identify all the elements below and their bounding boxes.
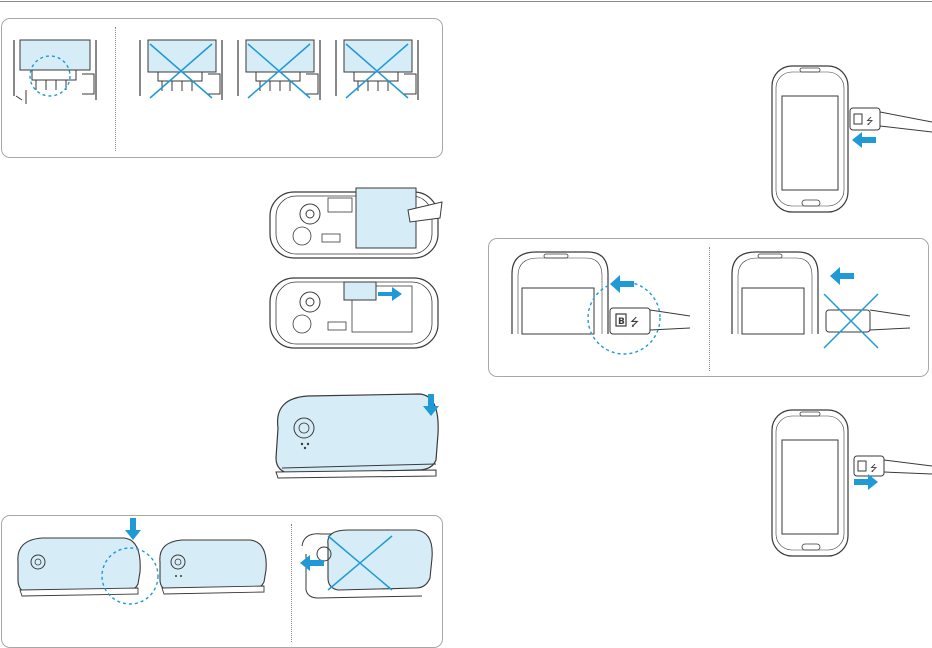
charger-connect-figure: ⭍ <box>766 62 932 216</box>
battery-misaligned-figure-3 <box>334 34 426 116</box>
usb-correct-figure: B ⭍ <box>506 244 690 362</box>
charger-disconnect-figure: ⭍ <box>766 406 932 560</box>
usb-wrong-figure <box>726 244 910 362</box>
usb-symbol-icon: ⭍ <box>630 316 639 329</box>
cover-closed-figure <box>156 536 274 600</box>
panel-divider <box>115 27 116 151</box>
arrow-icon <box>300 555 324 571</box>
usb-symbol-icon: ⭍ <box>866 116 874 127</box>
battery-misaligned-figure-1 <box>138 34 230 116</box>
cover-wrong-figure <box>298 526 438 606</box>
arrow-icon <box>830 267 854 285</box>
svg-text:B: B <box>618 317 625 327</box>
battery-misaligned-figure-2 <box>236 34 328 116</box>
cover-press-figure <box>268 388 444 482</box>
cover-press-edge-figure <box>12 518 152 608</box>
sim-slide-figure <box>268 272 444 354</box>
arrow-icon <box>125 518 141 540</box>
phone-back-battery-figure <box>268 184 444 264</box>
arrow-icon <box>852 132 876 148</box>
top-rule <box>0 1 932 2</box>
panel-divider <box>291 524 292 642</box>
usb-symbol-icon: ⭍ <box>870 463 878 474</box>
battery-aligned-figure <box>12 34 104 116</box>
panel-divider <box>709 247 710 371</box>
